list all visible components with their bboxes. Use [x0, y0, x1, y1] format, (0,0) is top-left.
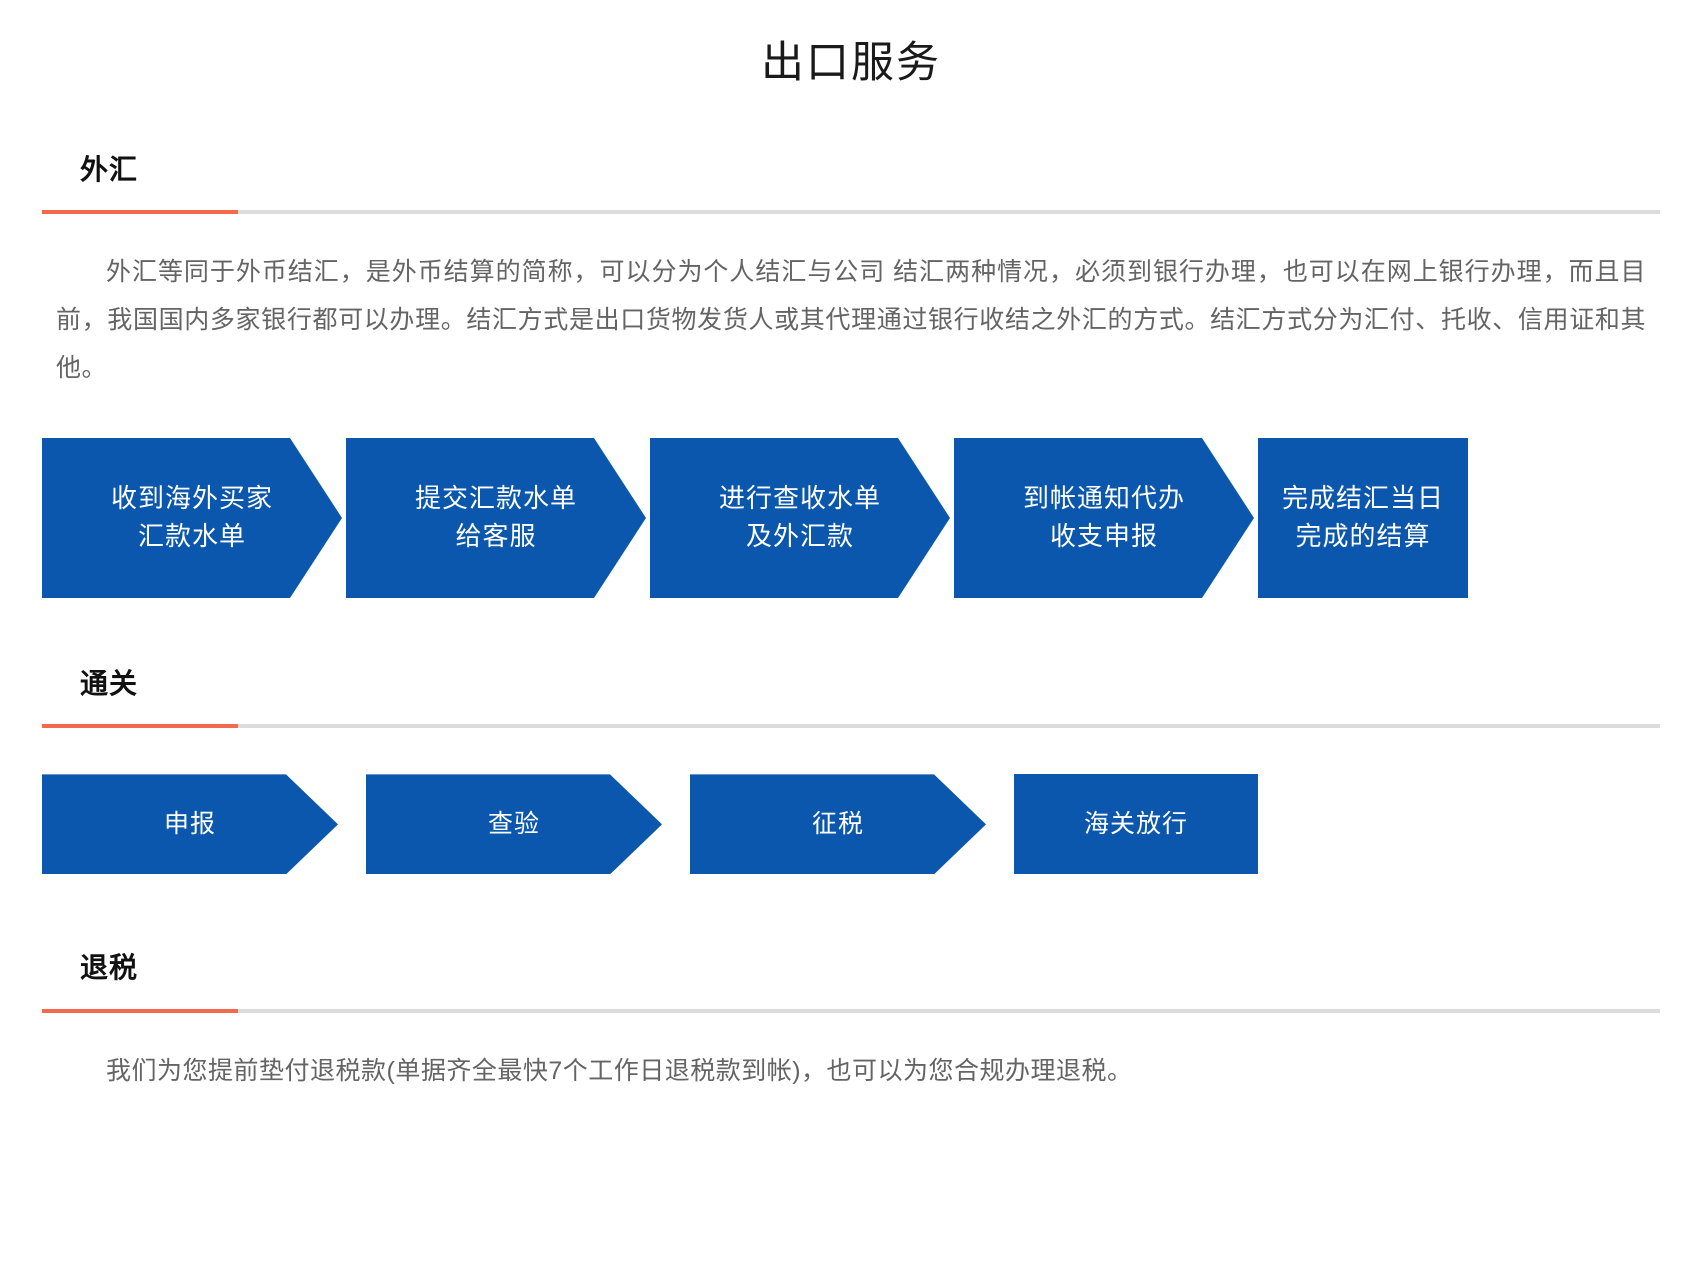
section-rule-foreign-exchange — [42, 209, 1660, 214]
flow-foreign-exchange: 收到海外买家 汇款水单 提交汇款水单 给客服 进行查收水单 及外汇款 到帐通知代… — [42, 437, 1660, 598]
flow-customs-clearance: 申报 查验 征税 海关放行 — [42, 774, 1660, 875]
section-heading-foreign-exchange: 外汇 — [80, 153, 139, 185]
flow-step-3[interactable]: 进行查收水单 及外汇款 — [650, 438, 950, 598]
page-content: 外汇 外汇等同于外币结汇，是外币结算的简称，可以分为个人结汇与公司 结汇两种情况… — [0, 152, 1702, 1095]
section-customs-clearance: 通关 申报 查验 征税 海关放行 — [42, 666, 1660, 875]
flow-step-3-line-2: 及外汇款 — [745, 520, 854, 551]
flow-step-5-line-1: 完成结汇当日 — [1281, 483, 1444, 514]
flow-step-5[interactable]: 完成结汇当日 完成的结算 — [1258, 437, 1468, 598]
flow-step-3-line-1: 进行查收水单 — [718, 483, 881, 514]
flow-step-1[interactable]: 收到海外买家 汇款水单 — [42, 438, 342, 598]
page-title: 出口服务 — [761, 39, 941, 87]
customs-step-3[interactable]: 征税 — [690, 774, 986, 874]
section-tax-rebate: 退税 我们为您提前垫付退税款(单据齐全最快7个工作日退税款到帐)，也可以为您合规… — [42, 950, 1660, 1094]
section-heading-customs-clearance: 通关 — [80, 667, 139, 699]
flow-step-4-line-1: 到帐通知代办 — [1022, 483, 1185, 514]
flow-step-4[interactable]: 到帐通知代办 收支申报 — [954, 438, 1254, 598]
customs-step-3-label: 征税 — [811, 810, 864, 839]
customs-step-2-label: 查验 — [487, 810, 540, 839]
section-foreign-exchange: 外汇 外汇等同于外币结汇，是外币结算的简称，可以分为个人结汇与公司 结汇两种情况… — [42, 152, 1660, 598]
customs-step-2[interactable]: 查验 — [366, 774, 662, 874]
flow-step-1-line-1: 收到海外买家 — [110, 483, 273, 514]
paragraph-foreign-exchange: 外汇等同于外币结汇，是外币结算的简称，可以分为个人结汇与公司 结汇两种情况，必须… — [56, 257, 1646, 382]
flow-step-2[interactable]: 提交汇款水单 给客服 — [346, 438, 646, 598]
flow-step-2-line-2: 给客服 — [455, 520, 537, 551]
flow-step-4-line-2: 收支申报 — [1049, 520, 1158, 551]
section-rule-customs-clearance — [42, 724, 1660, 729]
flow-step-1-line-2: 汇款水单 — [137, 520, 246, 551]
flow-step-2-line-1: 提交汇款水单 — [414, 483, 577, 514]
paragraph-tax-rebate: 我们为您提前垫付退税款(单据齐全最快7个工作日退税款到帐)，也可以为您合规办理退… — [106, 1056, 1133, 1085]
customs-step-1[interactable]: 申报 — [42, 774, 338, 874]
flow-step-5-line-2: 完成的结算 — [1295, 520, 1431, 551]
customs-step-4[interactable]: 海关放行 — [1014, 774, 1258, 875]
section-heading-tax-rebate: 退税 — [80, 952, 139, 984]
customs-step-1-label: 申报 — [163, 810, 216, 839]
customs-step-4-label: 海关放行 — [1083, 810, 1188, 839]
section-rule-tax-rebate — [42, 1008, 1660, 1013]
